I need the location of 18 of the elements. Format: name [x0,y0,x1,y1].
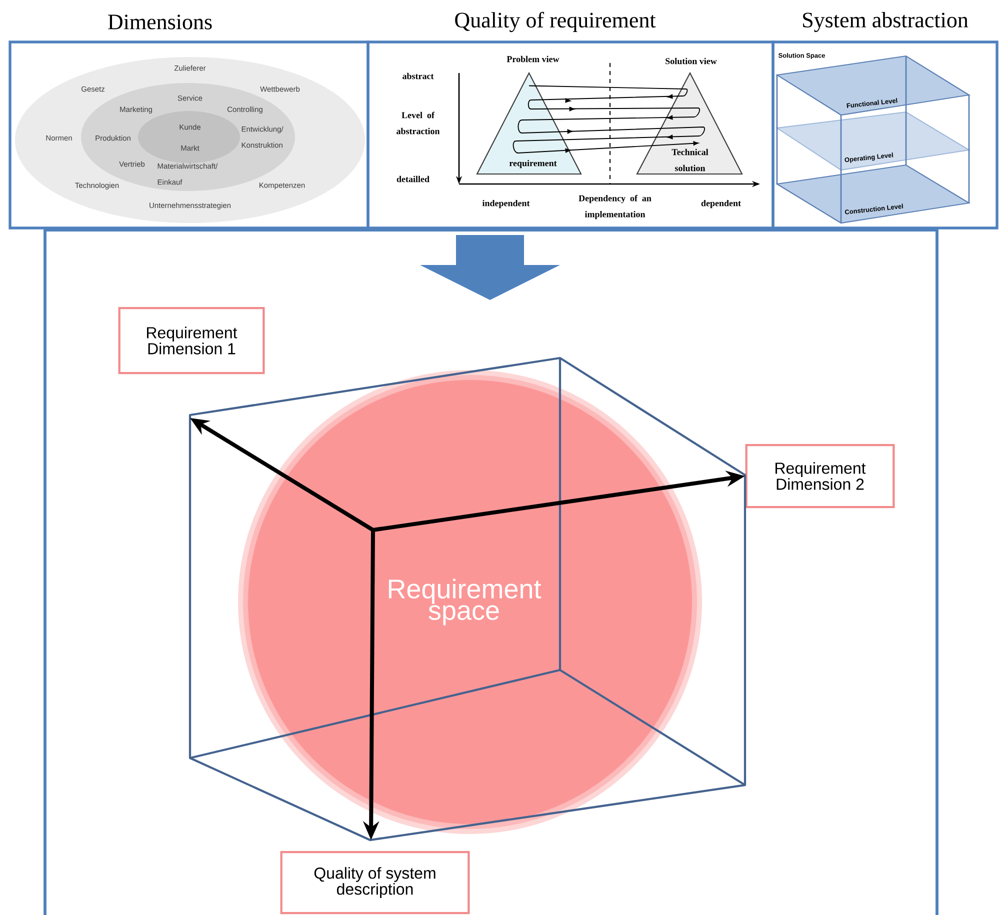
axis-label: independent [482,200,530,208]
axis-label: dependent [701,200,741,208]
label-box: Requirement Dimension 1 [118,306,265,374]
axis-label: detailled [396,176,430,182]
spiral-arrow [512,85,706,154]
node-label: Solution view [666,58,717,64]
node-label: Problem view [506,56,560,62]
node-label: Quality of requirement [455,12,656,32]
label-box: Requirement Dimension 2 [745,444,895,508]
node-label: Dimensions [108,14,212,30]
label-box: Quality of system description [280,850,470,914]
axis-label: Level of abstraction [396,112,440,134]
triangle: Problem view requirement [476,56,582,175]
frame-box [44,228,938,915]
axis-label: abstract [402,72,434,80]
axis-label: Dependency of an implementation [578,194,652,220]
node-label: System abstraction [803,12,968,32]
triangle: Solution view Technical solution [636,58,743,175]
